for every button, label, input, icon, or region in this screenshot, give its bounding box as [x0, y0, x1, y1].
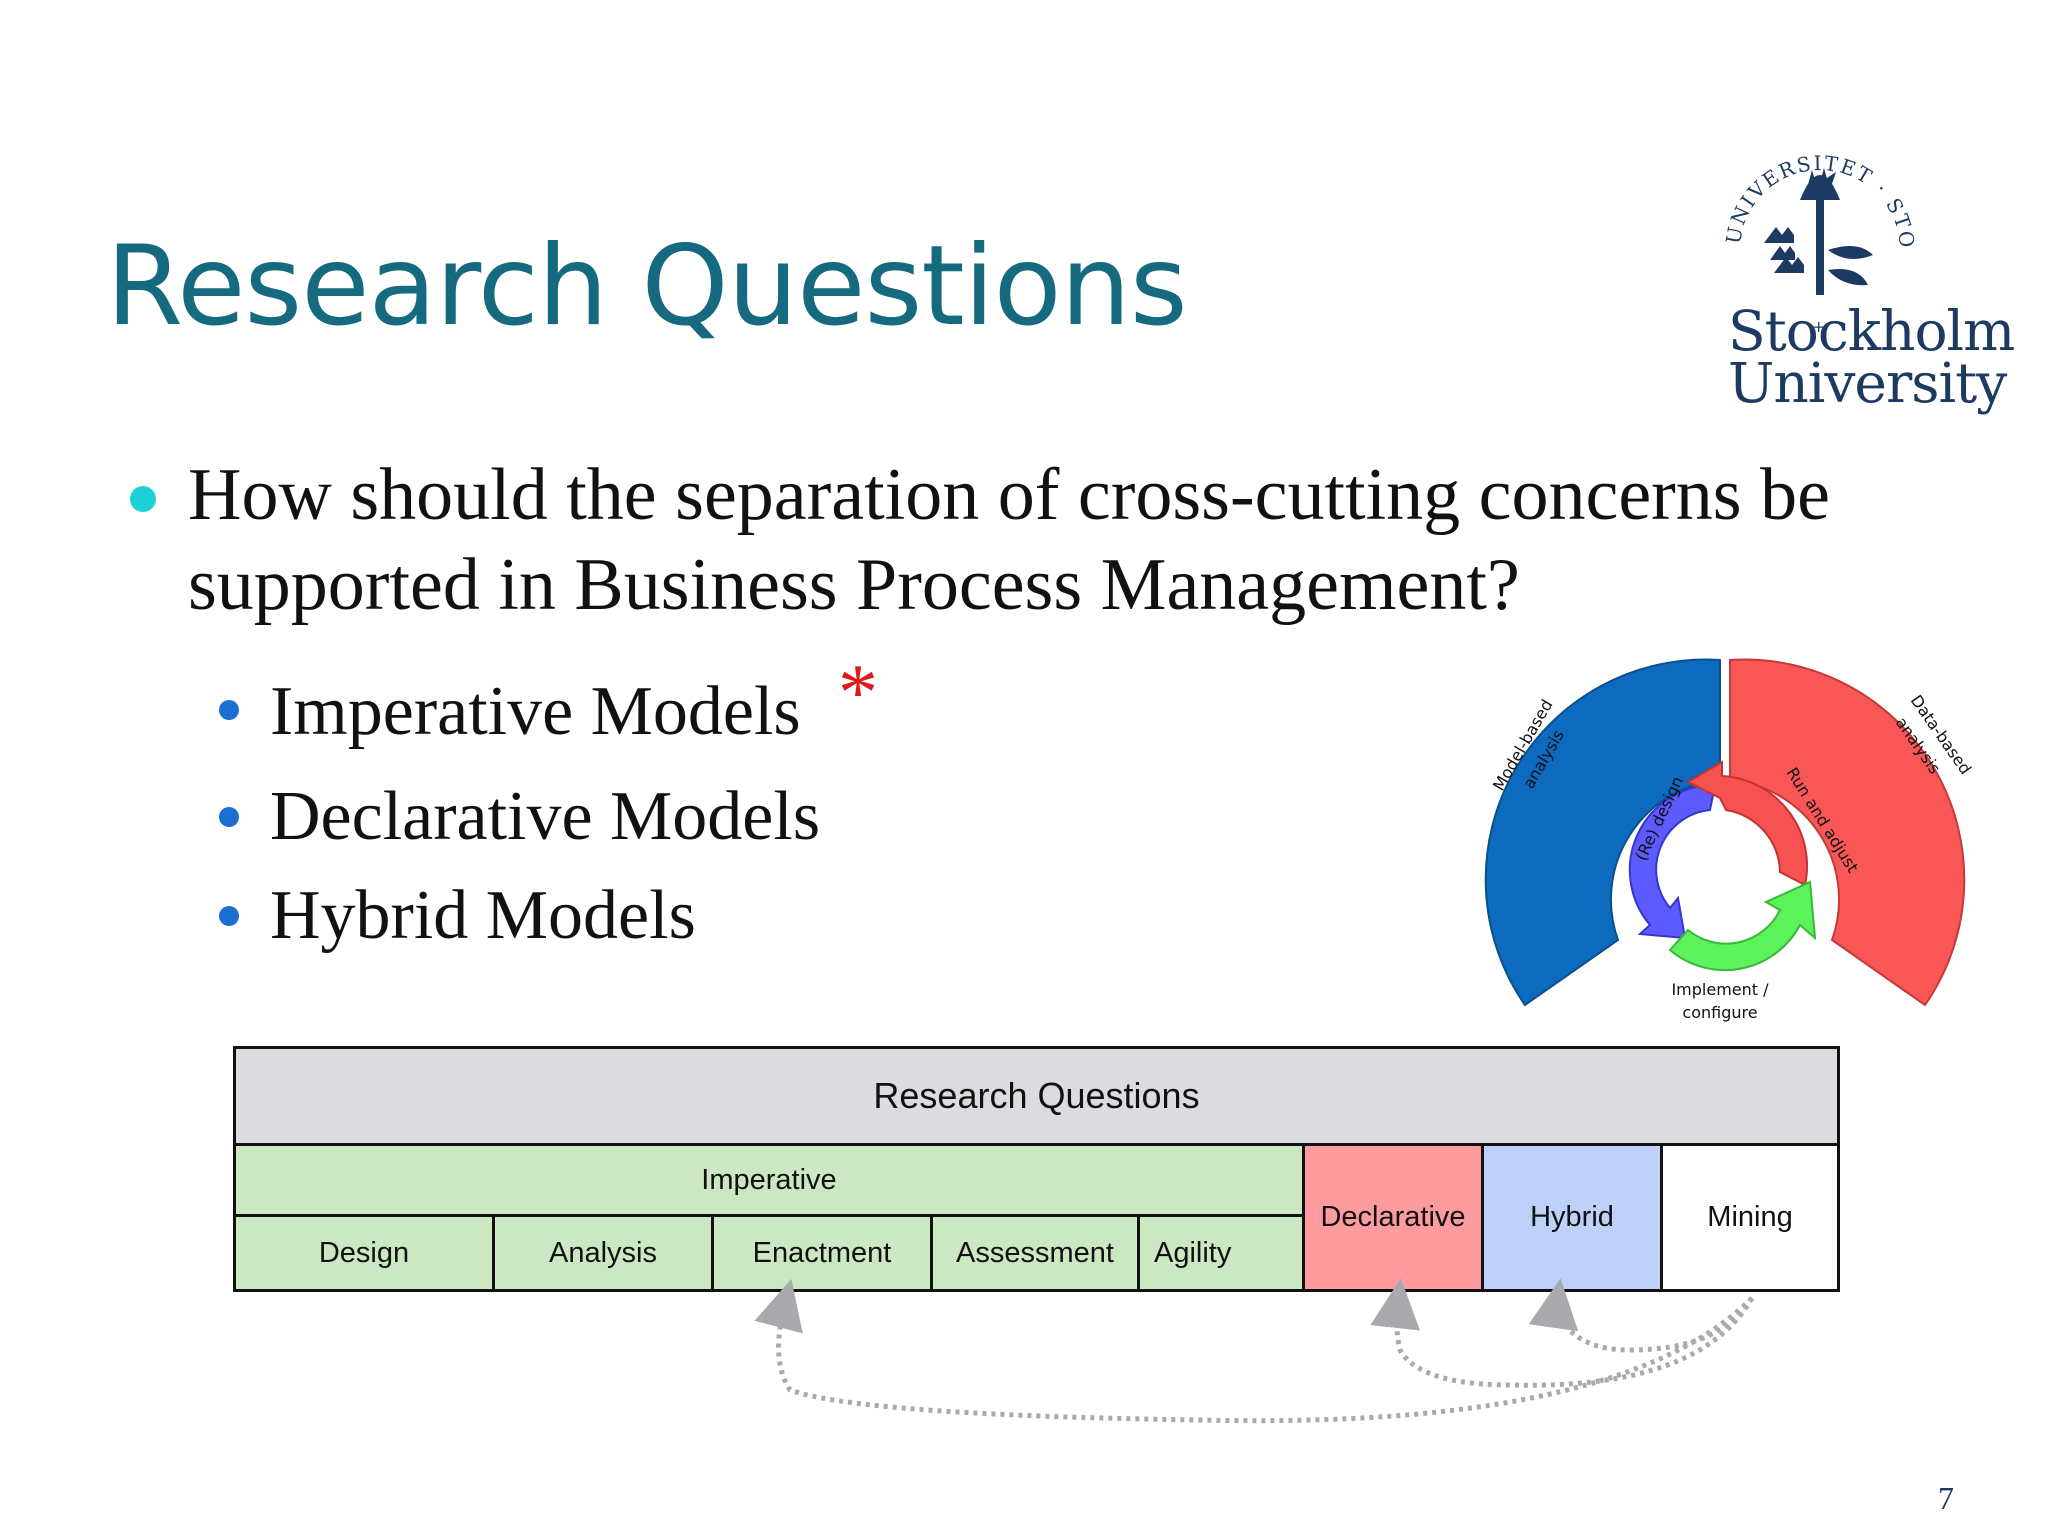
- imperative-cell: Imperative: [233, 1143, 1305, 1217]
- sub-bullet-dot: [219, 700, 239, 720]
- sub-bullet-hybrid: Hybrid Models: [270, 877, 696, 954]
- design-cell: Design: [233, 1214, 495, 1292]
- page-title: Research Questions: [106, 222, 1188, 351]
- bpm-lifecycle-diagram: Model-based analysis Data-based analysis…: [1484, 658, 1975, 1022]
- data-based-arc: [1729, 658, 1966, 1007]
- agility-cell: Agility: [1137, 1214, 1305, 1292]
- arrow-to-hybrid: [1528, 1278, 1755, 1353]
- mining-cell: Mining: [1660, 1143, 1840, 1292]
- arrow-to-enactment: [754, 1278, 1754, 1424]
- run-adjust-arrow: [1685, 760, 1808, 887]
- main-question: How should the separation of cross-cutti…: [188, 454, 1830, 626]
- university-seal-icon: UNIVERSITET · STOCKHOLMS +: [1700, 140, 1917, 336]
- research-questions-table: Research Questions Imperative Design Ana…: [233, 1046, 1840, 1292]
- analysis-cell: Analysis: [492, 1214, 714, 1292]
- logo-line-1: Stockholm: [1728, 299, 2015, 363]
- enactment-cell: Enactment: [711, 1214, 933, 1292]
- sub-bullet-dot: [219, 906, 239, 926]
- assessment-cell: Assessment: [930, 1214, 1140, 1292]
- arrow-to-declarative: [1370, 1278, 1755, 1388]
- svg-text:+: +: [1812, 317, 1825, 336]
- declarative-cell: Declarative: [1302, 1143, 1484, 1292]
- model-based-arc: [1484, 658, 1721, 1007]
- sub-bullet-dot: [219, 807, 239, 827]
- red-asterisk: *: [838, 649, 878, 737]
- page-number: 7: [1938, 1480, 1954, 1516]
- implement-label: Implement /: [1671, 980, 1769, 999]
- redesign-arrow: [1628, 783, 1717, 940]
- configure-label: configure: [1682, 1003, 1757, 1022]
- university-logo-text: Stockholm University: [1728, 299, 2015, 415]
- logo-line-2: University: [1728, 351, 2007, 415]
- sub-bullet-declarative: Declarative Models: [270, 778, 821, 855]
- table-header: Research Questions: [233, 1046, 1840, 1146]
- bullet-dot: [130, 486, 156, 512]
- implement-arrow: [1668, 880, 1817, 972]
- sub-bullet-imperative: Imperative Models: [270, 673, 801, 750]
- hybrid-cell: Hybrid: [1481, 1143, 1663, 1292]
